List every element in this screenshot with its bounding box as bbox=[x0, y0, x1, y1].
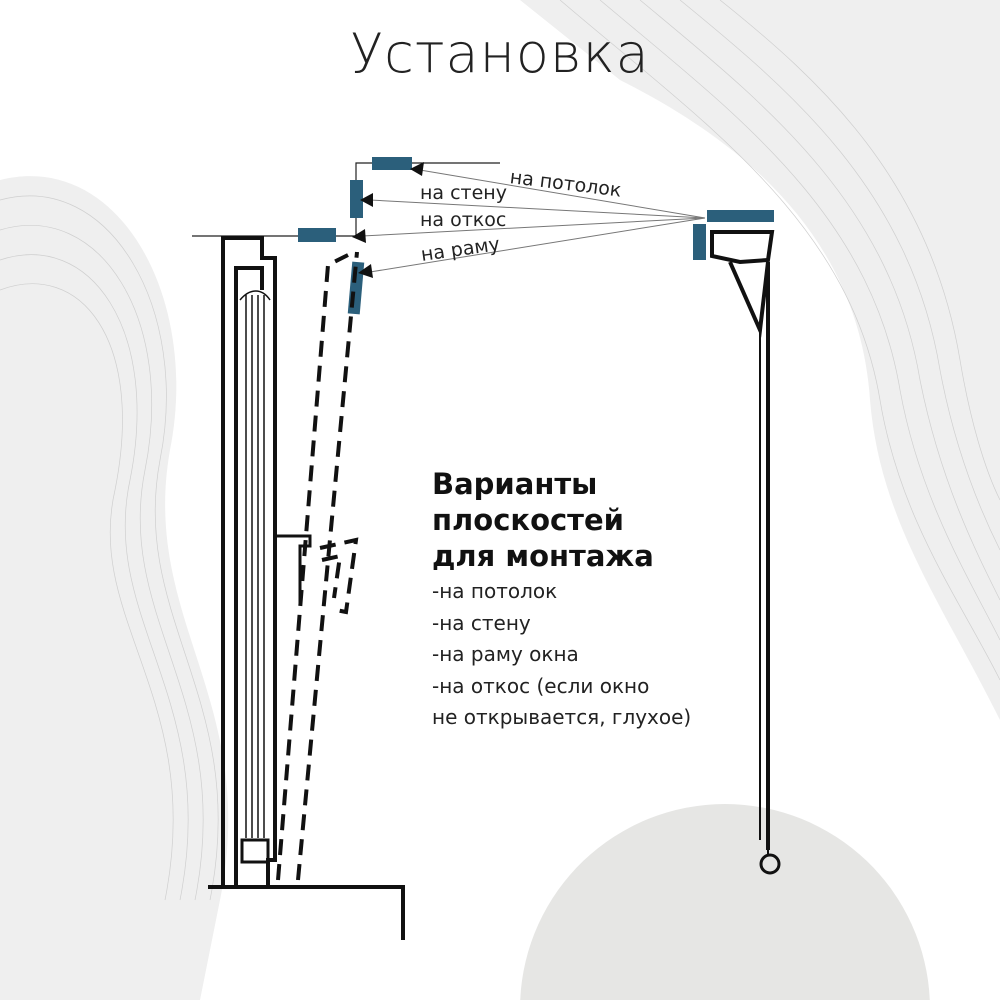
arrowhead-slope bbox=[352, 229, 366, 243]
bracket-slope bbox=[298, 228, 336, 242]
arrow-line-ceiling bbox=[419, 169, 706, 219]
mount-options-list: -на потолок -на стену -на раму окна -на … bbox=[432, 576, 691, 734]
arrow-line-wall bbox=[369, 199, 706, 219]
heading-line: плоскостей bbox=[432, 503, 624, 537]
roller-blind bbox=[710, 230, 781, 875]
background-wave-right bbox=[520, 0, 1000, 720]
list-item: -на откос (если окно bbox=[432, 673, 650, 698]
background-circle bbox=[520, 804, 930, 1000]
blind-bracket-side bbox=[693, 224, 706, 260]
list-item: -на потолок bbox=[432, 579, 558, 603]
open-sash-dashed bbox=[276, 251, 359, 881]
heading-line: для монтажа bbox=[432, 539, 654, 573]
arrowhead-ceiling bbox=[410, 162, 424, 176]
label-wall: на стену bbox=[420, 182, 507, 204]
background-wave-left bbox=[0, 176, 229, 1000]
arrowhead-frame bbox=[358, 264, 373, 278]
bracket-ceiling bbox=[372, 157, 412, 170]
bracket-wall bbox=[350, 180, 363, 218]
window-glass-lines bbox=[239, 290, 271, 838]
arrow-line-slope bbox=[361, 217, 706, 237]
list-item: -на раму окна bbox=[432, 642, 579, 666]
window-frame bbox=[208, 236, 405, 940]
heading-line: Варианты bbox=[432, 467, 598, 501]
arrow-line-frame bbox=[369, 217, 706, 273]
background-lines bbox=[0, 0, 1000, 901]
info-heading: Варианты плоскостей для монтажа bbox=[432, 466, 654, 574]
blind-bracket-top bbox=[707, 210, 774, 222]
page-title: Установка bbox=[350, 22, 650, 85]
list-item: не открывается, глухое) bbox=[432, 705, 692, 729]
label-slope: на откос bbox=[420, 209, 507, 231]
arrowhead-wall bbox=[360, 193, 373, 207]
list-item: -на стену bbox=[432, 610, 531, 635]
